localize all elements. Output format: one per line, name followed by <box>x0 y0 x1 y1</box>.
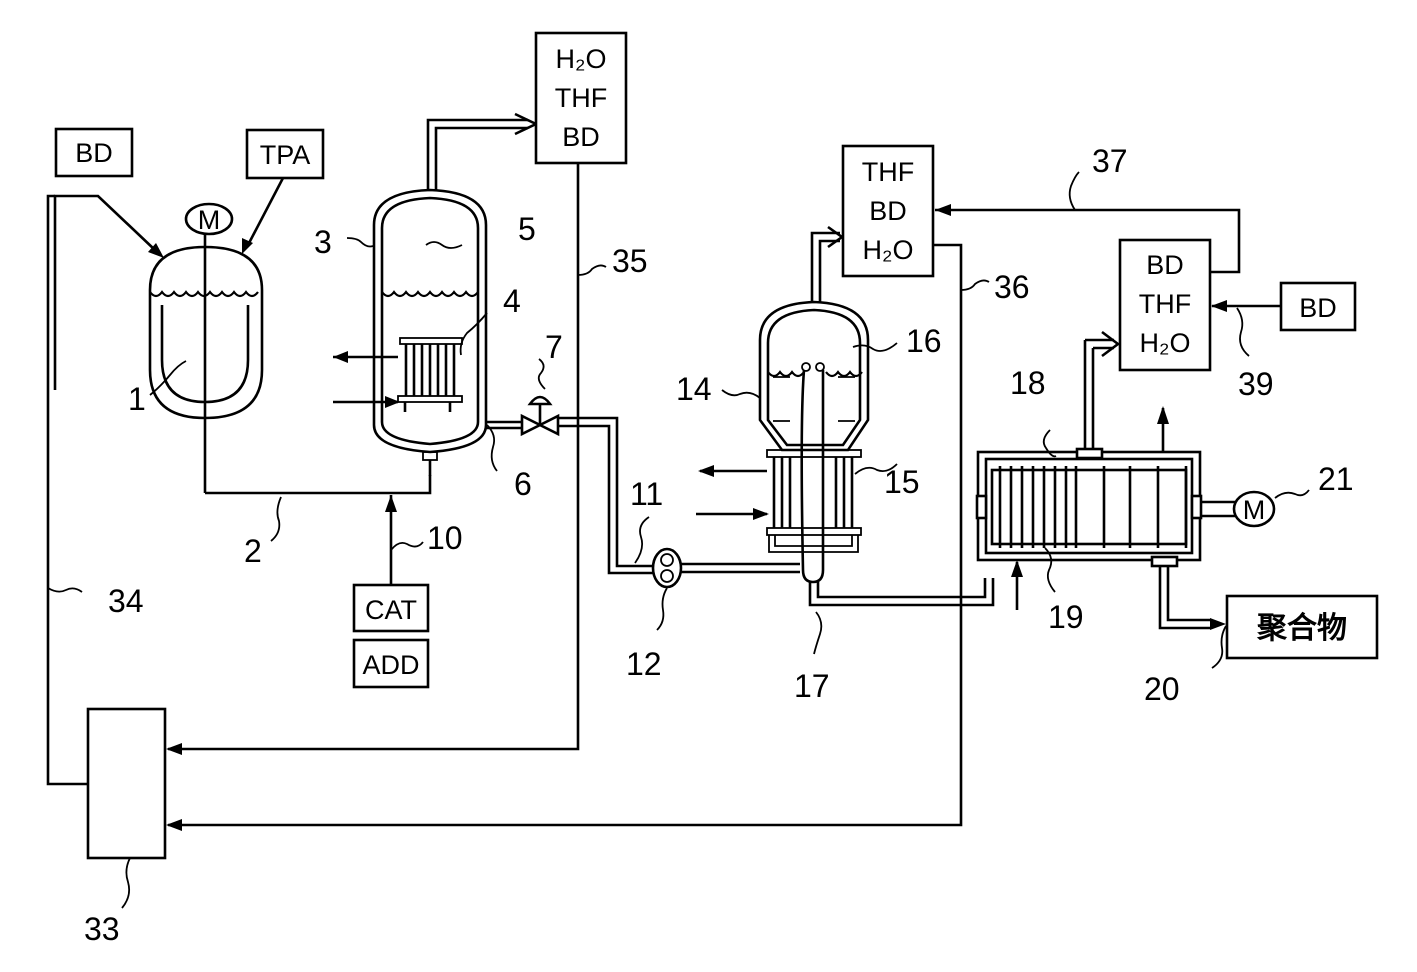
condensate-2-line-1: THF <box>862 157 914 187</box>
ref-number: 39 <box>1238 366 1274 402</box>
ref-number: 35 <box>612 243 648 279</box>
condensate-3-line-2: THF <box>1139 289 1191 319</box>
catalyst-feed-line <box>385 495 397 590</box>
arrow-up-icon <box>385 495 397 512</box>
reference-numbers: 1 2 3 4 5 6 7 10 11 12 14 15 16 17 18 19… <box>84 143 1354 947</box>
motor-21-label: M <box>1243 495 1266 525</box>
condensate-box-1: H₂O THF BD <box>534 31 628 165</box>
ref-number: 7 <box>545 329 563 365</box>
heat-exchanger-4 <box>397 337 463 412</box>
condensate-3-line-3: H₂O <box>1140 328 1191 358</box>
bd-feed-label: BD <box>75 138 113 168</box>
condensate-box-3: BD THF H₂O <box>1118 238 1212 372</box>
polymer-box: 聚合物 <box>1225 594 1379 660</box>
arrow-right-icon <box>1210 618 1226 630</box>
bd-feed-box-2: BD <box>1279 281 1357 332</box>
ref-number: 11 <box>630 476 663 512</box>
bd-feed-line <box>53 194 164 390</box>
ref-number: 17 <box>794 668 830 704</box>
cat-label: CAT <box>365 595 417 625</box>
recycle-line-34 <box>46 194 88 786</box>
gear-pump-12 <box>651 547 683 589</box>
ref-number: 3 <box>314 224 332 260</box>
condensate-3-line-1: BD <box>1146 250 1184 280</box>
arrow-head-icon <box>148 243 164 258</box>
tpa-feed-line <box>242 177 285 254</box>
ref-number: 33 <box>84 911 120 947</box>
slurry-feed-line <box>205 475 432 495</box>
condensate-box-2: THF BD H₂O <box>841 144 935 278</box>
ref-number: 19 <box>1048 599 1084 635</box>
ref-number: 4 <box>503 283 521 319</box>
tpa-feed-label: TPA <box>260 140 311 170</box>
control-valve-7 <box>520 395 560 437</box>
add-label: ADD <box>362 650 419 680</box>
heat-exchanger-15 <box>766 449 862 553</box>
arrow-up-icon <box>1157 406 1169 424</box>
ref-number: 15 <box>884 464 920 500</box>
condensate-line-37 <box>935 204 1241 274</box>
condensate-line-36 <box>166 243 963 831</box>
arrow-right-icon <box>385 396 400 408</box>
stirring-discs-19 <box>998 466 1188 548</box>
condensate-line-35 <box>166 163 580 755</box>
arrow-left-icon <box>166 743 182 755</box>
ref-number: 18 <box>1010 365 1046 401</box>
cat-box: CAT <box>352 583 430 633</box>
slurry-tank: M <box>148 202 264 493</box>
recovery-unit-33 <box>86 707 167 860</box>
arrow-up-icon <box>1011 560 1023 577</box>
bd-feed-2-label: BD <box>1299 293 1337 323</box>
bd-feed-line-39 <box>1211 300 1281 312</box>
ref-number: 16 <box>906 323 942 359</box>
polymer-discharge-line-20 <box>1158 566 1226 630</box>
arrow-left-icon <box>1211 300 1227 312</box>
arrow-left-icon <box>935 204 951 216</box>
agitator-motor-icon <box>184 202 234 236</box>
leader-lines <box>47 171 1310 909</box>
ref-number: 37 <box>1092 143 1128 179</box>
add-box: ADD <box>352 638 430 689</box>
ref-number: 36 <box>994 269 1030 305</box>
outlet-line-6 <box>486 420 522 430</box>
ref-number: 6 <box>514 466 532 502</box>
arrow-right-icon <box>753 508 769 520</box>
ref-number: 12 <box>626 646 662 682</box>
final-polymerizer: M <box>975 330 1276 610</box>
arrow-left-icon <box>166 819 182 831</box>
transfer-line-11 <box>558 416 660 575</box>
arrow-left-icon <box>698 465 714 477</box>
arrow-head-icon <box>242 238 253 254</box>
ref-number: 21 <box>1318 461 1354 497</box>
ref-number: 10 <box>427 520 463 556</box>
bd-feed-box: BD <box>54 127 134 178</box>
condensate-1-line-1: H₂O <box>556 44 607 74</box>
motor-21-icon <box>1232 490 1276 528</box>
polymer-label: 聚合物 <box>1256 611 1347 646</box>
motor-label: M <box>198 205 221 235</box>
condensate-1-line-2: THF <box>555 83 607 113</box>
condensate-2-line-3: H₂O <box>863 235 914 265</box>
condensate-2-line-2: BD <box>869 196 907 226</box>
condensate-1-line-3: BD <box>562 122 600 152</box>
ref-number: 1 <box>128 381 146 417</box>
ref-number: 34 <box>108 583 144 619</box>
ref-number: 20 <box>1144 671 1180 707</box>
ref-number: 5 <box>518 211 536 247</box>
polycondensation-reactor <box>696 225 870 584</box>
arrow-left-icon <box>333 351 348 363</box>
tpa-feed-box: TPA <box>245 128 325 180</box>
ref-number: 14 <box>676 371 712 407</box>
ref-number: 2 <box>244 533 262 569</box>
transfer-line-17 <box>808 578 995 607</box>
